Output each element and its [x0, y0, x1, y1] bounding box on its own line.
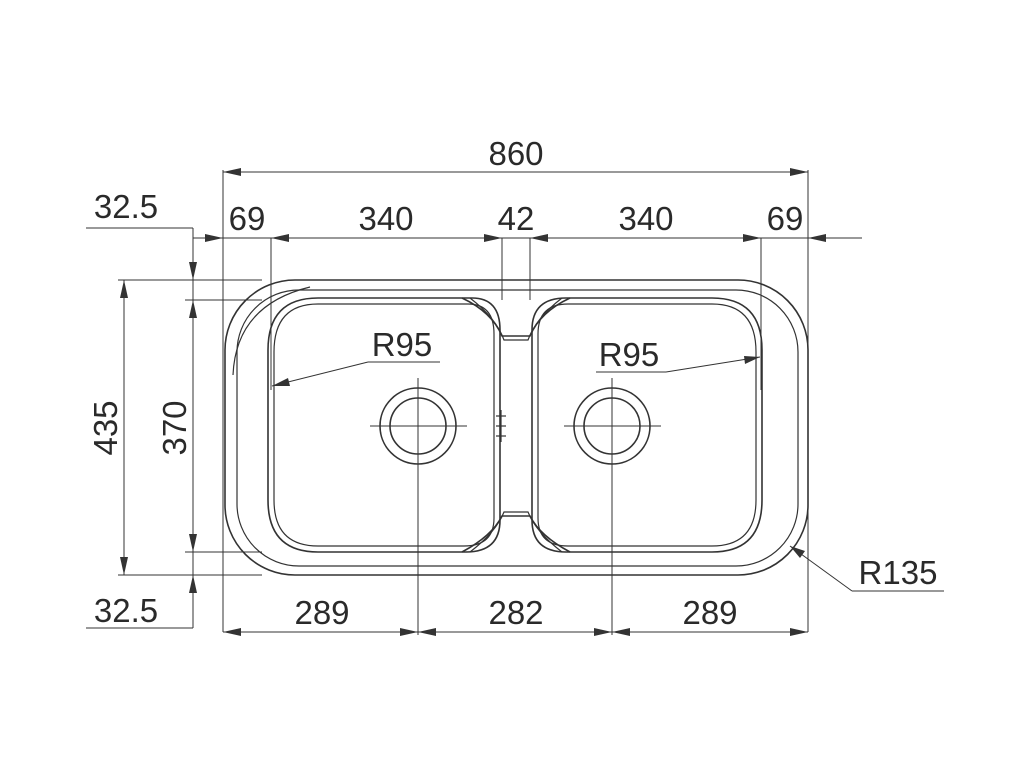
divider-width-label: 42 [498, 200, 535, 237]
right-bowl-width-label: 340 [618, 200, 673, 237]
right-drain [564, 378, 661, 474]
right-margin-label: 69 [767, 200, 804, 237]
left-dimensions [120, 228, 197, 628]
dimension-labels: 860 69 340 42 340 69 32.5 32.5 435 370 R… [87, 135, 937, 631]
sink-outline [224, 279, 809, 576]
left-margin-label: 69 [229, 200, 266, 237]
divider-bridge [461, 297, 571, 553]
right-bowl [531, 297, 763, 553]
left-bowl-width-label: 340 [358, 200, 413, 237]
overall-width-label: 860 [488, 135, 543, 172]
drain-to-right-label: 289 [682, 594, 737, 631]
sink-outer-rim [224, 279, 809, 576]
rim-highlight [232, 286, 311, 376]
top-dimensions [193, 168, 862, 242]
left-bowl-radius-label: R95 [372, 326, 433, 363]
sink-inner-rim [236, 289, 799, 567]
bottom-dimensions [223, 628, 808, 636]
radius-leaders [271, 356, 944, 592]
bowl-depth-label: 370 [156, 400, 193, 455]
extension-lines [86, 170, 809, 635]
right-bowl-radius-label: R95 [599, 336, 660, 373]
bottom-offset-label: 32.5 [94, 592, 158, 629]
left-to-drain-label: 289 [294, 594, 349, 631]
top-offset-label: 32.5 [94, 188, 158, 225]
overall-depth-label: 435 [87, 400, 124, 455]
corner-radius-label: R135 [859, 554, 938, 591]
left-drain [370, 378, 467, 474]
drain-spacing-label: 282 [488, 594, 543, 631]
